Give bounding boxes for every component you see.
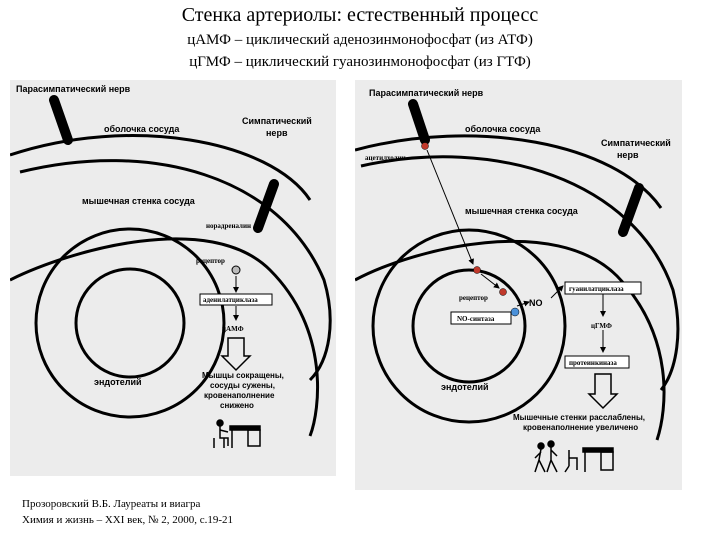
vessel-sheath-label: оболочка сосуда bbox=[465, 124, 541, 134]
sympathetic-nerve-label: Симпатический bbox=[242, 116, 312, 126]
receptor-molecule bbox=[500, 289, 507, 296]
result-text-1: Мышцы сокращены, bbox=[202, 371, 284, 380]
no-label: NO bbox=[529, 298, 543, 308]
walking-people-icon bbox=[535, 441, 557, 472]
guanylate-cyclase-label: гуанилатциклаза bbox=[569, 285, 624, 293]
parasympathetic-nerve-label: Парасимпатический нерв bbox=[369, 88, 484, 98]
noradrenaline-label: норадреналин bbox=[206, 222, 251, 230]
reference-line-1: Прозоровский В.Б. Лауреаты и виагра bbox=[22, 498, 200, 510]
muscle-wall-arc bbox=[355, 241, 664, 440]
vessel-outer-ring bbox=[373, 230, 565, 422]
down-arrow-icon bbox=[222, 338, 250, 370]
result-text-4: снижено bbox=[220, 401, 254, 410]
outer-wall-arc bbox=[361, 157, 678, 390]
no-synthase-molecule bbox=[511, 308, 519, 316]
receptor-dot bbox=[232, 266, 240, 274]
right-panel-photo: Парасимпатический нерв оболочка сосуда С… bbox=[355, 80, 682, 490]
subtitle-cgmp: цГМФ – циклический гуанозинмонофосфат (и… bbox=[0, 54, 720, 71]
result-text-1: Мышечные стенки расслаблены, bbox=[513, 413, 645, 422]
result-text-2: кровенаполнение увеличено bbox=[523, 423, 638, 432]
camp-label: цАМФ bbox=[222, 325, 244, 333]
parasympathetic-nerve-label: Парасимпатический нерв bbox=[16, 84, 131, 94]
subtitle-camp: цАМФ – циклический аденозинмонофосфат (и… bbox=[0, 32, 720, 49]
right-diagram: Парасимпатический нерв оболочка сосуда С… bbox=[355, 80, 682, 490]
nerve-ending-icon bbox=[413, 104, 425, 140]
acetylcholine-molecule bbox=[422, 143, 429, 150]
endothelium-label: эндотелий bbox=[94, 377, 142, 387]
adenylate-cyclase-label: аденилатциклаза bbox=[203, 296, 258, 304]
sympathetic-nerve-label-2: нерв bbox=[617, 150, 639, 160]
no-synthase-label: NO-синтаза bbox=[457, 315, 495, 323]
chair-desk-icon bbox=[565, 448, 613, 472]
vessel-inner-ring bbox=[413, 270, 525, 382]
page-title: Стенка артериолы: естественный процесс bbox=[0, 4, 720, 27]
result-text-2: сосуды сужены, bbox=[210, 381, 275, 390]
left-diagram: Парасимпатический нерв оболочка сосуда С… bbox=[10, 80, 336, 476]
outer-wall-arc bbox=[20, 161, 330, 380]
acetylcholine-molecule bbox=[474, 267, 481, 274]
down-arrow-icon bbox=[589, 374, 617, 408]
nerve-ending-icon bbox=[258, 184, 274, 228]
vessel-sheath-label: оболочка сосуда bbox=[104, 124, 180, 134]
vessel-sheath-arc bbox=[10, 136, 310, 200]
receptor-label: рецептор bbox=[459, 294, 488, 302]
nerve-ending-icon bbox=[54, 100, 68, 140]
acetylcholine-label: ацетилхолин bbox=[365, 154, 406, 162]
sympathetic-nerve-label: Симпатический bbox=[601, 138, 671, 148]
result-text-3: кровенаполнение bbox=[204, 391, 275, 400]
cgmp-label: цГМФ bbox=[591, 322, 612, 330]
vessel-inner-ring bbox=[76, 269, 184, 377]
person-at-desk-icon bbox=[214, 420, 260, 448]
protein-kinase-label: протеинкиназа bbox=[569, 359, 617, 367]
muscle-wall-label: мышечная стенка сосуда bbox=[465, 206, 579, 216]
muscle-wall-arc bbox=[10, 239, 318, 436]
left-panel-photo: Парасимпатический нерв оболочка сосуда С… bbox=[10, 80, 336, 476]
endothelium-label: эндотелий bbox=[441, 382, 489, 392]
muscle-wall-label: мышечная стенка сосуда bbox=[82, 196, 196, 206]
sympathetic-nerve-label-2: нерв bbox=[266, 128, 288, 138]
receptor-label: рецептор bbox=[196, 257, 225, 265]
reference-line-2: Химия и жизнь – XXI век, № 2, 2000, с.19… bbox=[22, 514, 233, 526]
